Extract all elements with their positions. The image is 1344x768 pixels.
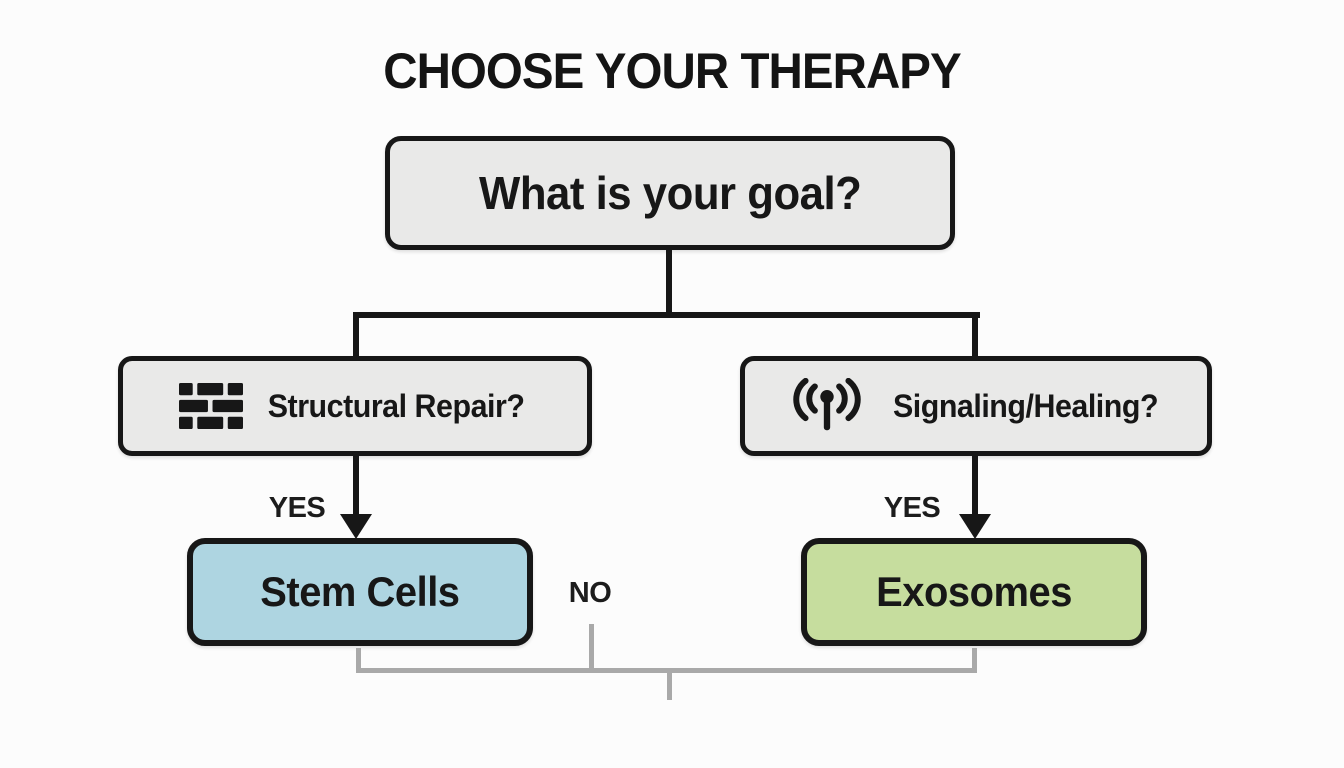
connector-root-stem [666,250,672,316]
root-question-box: What is your goal? [385,136,955,250]
yes-label-left: YES [268,492,326,524]
gray-connector-below-stem-cells [356,648,361,672]
gray-connector-below-no [589,624,594,672]
no-label: NO [568,577,612,609]
brick-wall-icon [178,383,243,429]
connector-left-drop [353,312,359,358]
page-title: CHOOSE YOUR THERAPY [383,43,962,99]
arrow-right-shaft [972,456,978,516]
connector-branch-horizontal [353,312,980,318]
gray-connector-below-exosomes [972,648,977,672]
broadcast-icon [793,378,862,431]
branch-signaling-healing: Signaling/Healing? [740,356,1212,456]
yes-label-right: YES [883,492,941,524]
arrow-left-shaft [353,456,359,516]
result-stem-cells-label: Stem Cells [260,568,460,615]
branch-structural-repair: Structural Repair? [118,356,592,456]
branch-structural-repair-label: Structural Repair? [267,387,525,424]
connector-right-drop [972,312,978,358]
gray-connector-bottom-tail [667,670,672,700]
gray-connector-horizontal [356,668,977,673]
result-exosomes: Exosomes [801,538,1147,646]
result-exosomes-label: Exosomes [876,568,1072,615]
branch-signaling-healing-label: Signaling/Healing? [893,387,1159,424]
root-question-label: What is your goal? [478,167,862,219]
arrow-left-head [340,514,372,539]
arrow-right-head [959,514,991,539]
result-stem-cells: Stem Cells [187,538,533,646]
